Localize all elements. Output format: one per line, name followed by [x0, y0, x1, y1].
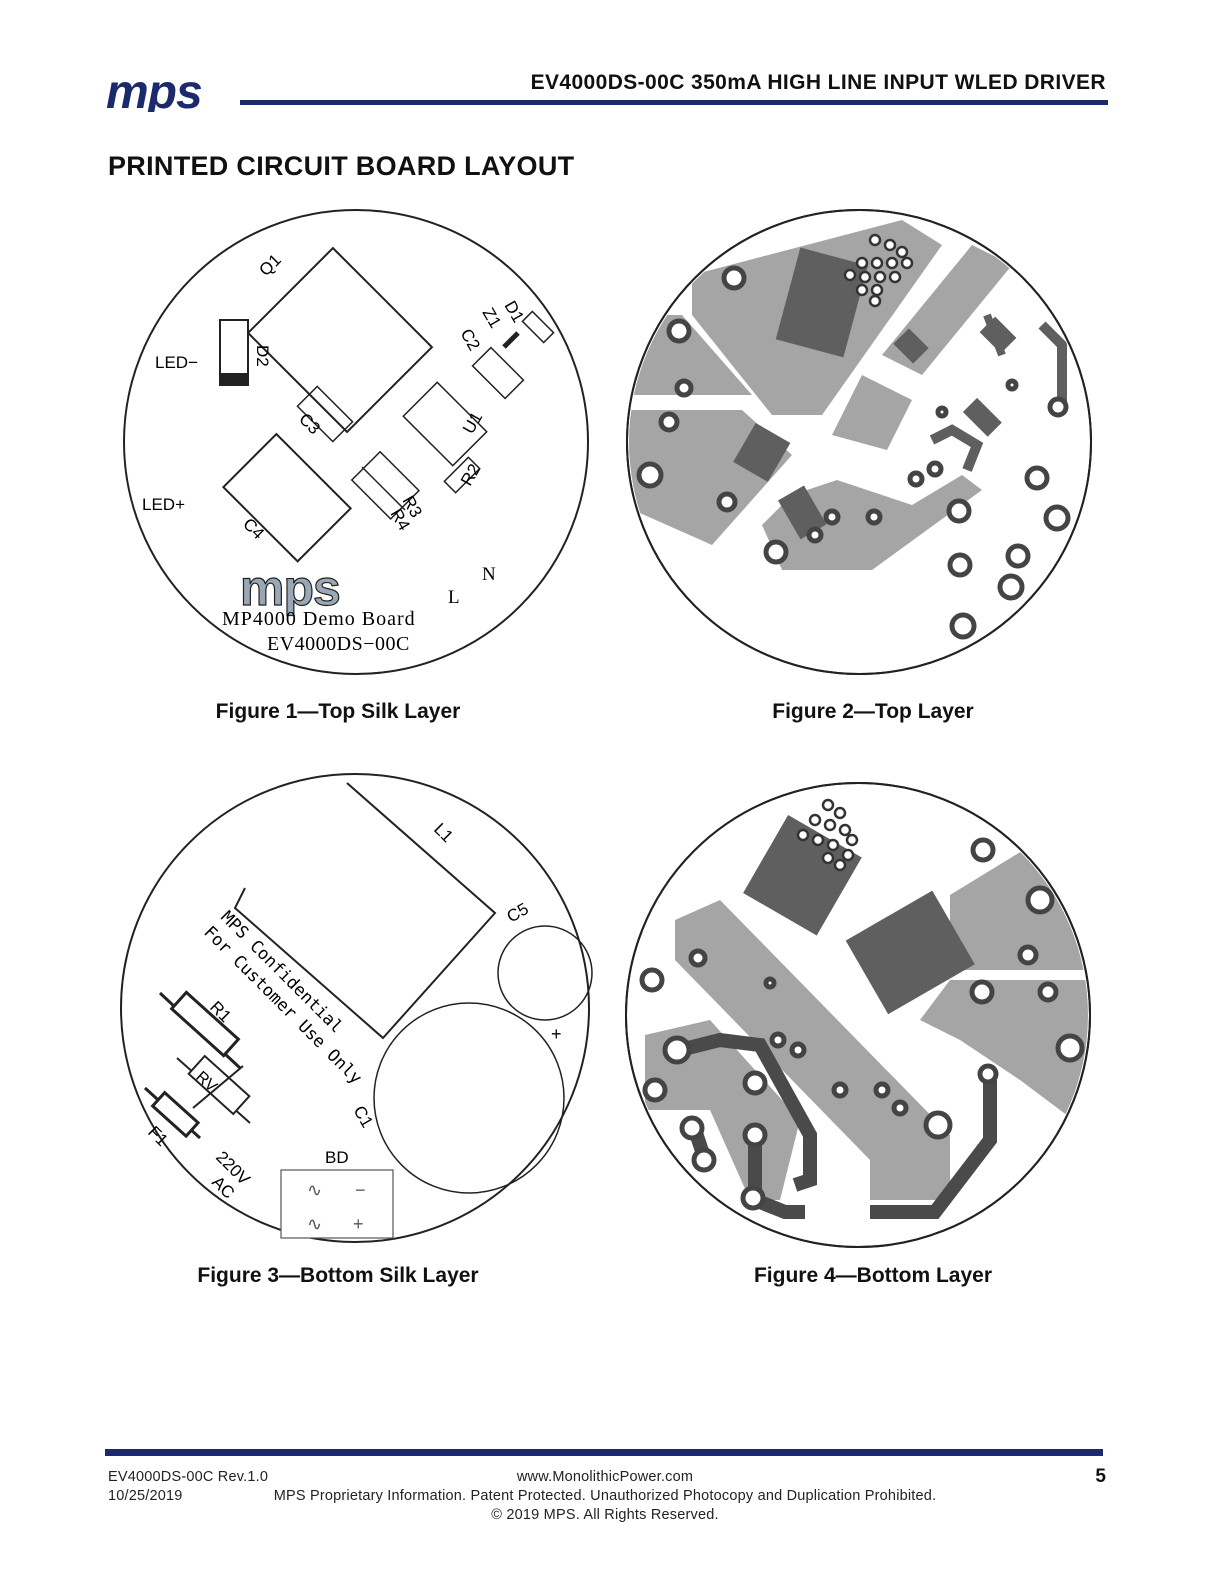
board-id: EV4000DS−00C	[267, 633, 410, 655]
label-n: N	[482, 564, 496, 585]
figure-2-caption: Figure 2—Top Layer	[772, 700, 974, 723]
figure-3-bottom-silk: L1 C5 + C1 MPS Confidential For Customer…	[120, 773, 593, 1243]
figure-1-top-silk: Q1 D1 Z1 C2 D2 LED− C3 U1 R2 R3 R4 C4 LE…	[123, 209, 589, 675]
bd-ac-1: ∿	[307, 1180, 322, 1200]
label-d2: D2	[253, 345, 272, 367]
figure-3-caption: Figure 3—Bottom Silk Layer	[197, 1264, 479, 1287]
label-bd: BD	[325, 1148, 349, 1167]
board-name: MP4000 Demo Board	[222, 608, 416, 630]
label-c5-plus: +	[551, 1024, 562, 1044]
section-title: PRINTED CIRCUIT BOARD LAYOUT	[108, 151, 575, 181]
figure-2-top-layer	[626, 209, 1092, 675]
bd-plus: +	[353, 1214, 364, 1234]
label-led-plus: LED+	[142, 495, 185, 514]
header: mps EV4000DS-00C 350mA HIGH LINE INPUT W…	[0, 0, 1225, 120]
footer-date: 10/25/2019	[108, 1488, 183, 1504]
footer-notice: MPS Proprietary Information. Patent Prot…	[273, 1488, 937, 1504]
header-rule	[240, 100, 1108, 105]
bd-ac-2: ∿	[307, 1214, 322, 1234]
label-led-minus: LED−	[155, 353, 198, 372]
label-l: L	[448, 587, 460, 608]
figure-4-bottom-layer	[625, 782, 1091, 1248]
footer-doc-rev: EV4000DS-00C Rev.1.0	[108, 1469, 269, 1485]
document-title: EV4000DS-00C 350mA HIGH LINE INPUT WLED …	[530, 71, 1106, 94]
figure-4-caption: Figure 4—Bottom Layer	[753, 1264, 993, 1287]
mps-logo: mps	[106, 70, 203, 112]
footer-rule	[105, 1449, 1103, 1456]
figure-1-caption: Figure 1—Top Silk Layer	[215, 700, 461, 723]
page-number: 5	[1095, 1466, 1106, 1487]
footer-url[interactable]: www.MonolithicPower.com	[516, 1469, 694, 1485]
board-mps-logo: mps	[240, 560, 340, 616]
footer-copyright: © 2019 MPS. All Rights Reserved.	[491, 1507, 719, 1523]
logo-text: mps	[106, 70, 202, 112]
bd-minus: −	[355, 1180, 366, 1200]
